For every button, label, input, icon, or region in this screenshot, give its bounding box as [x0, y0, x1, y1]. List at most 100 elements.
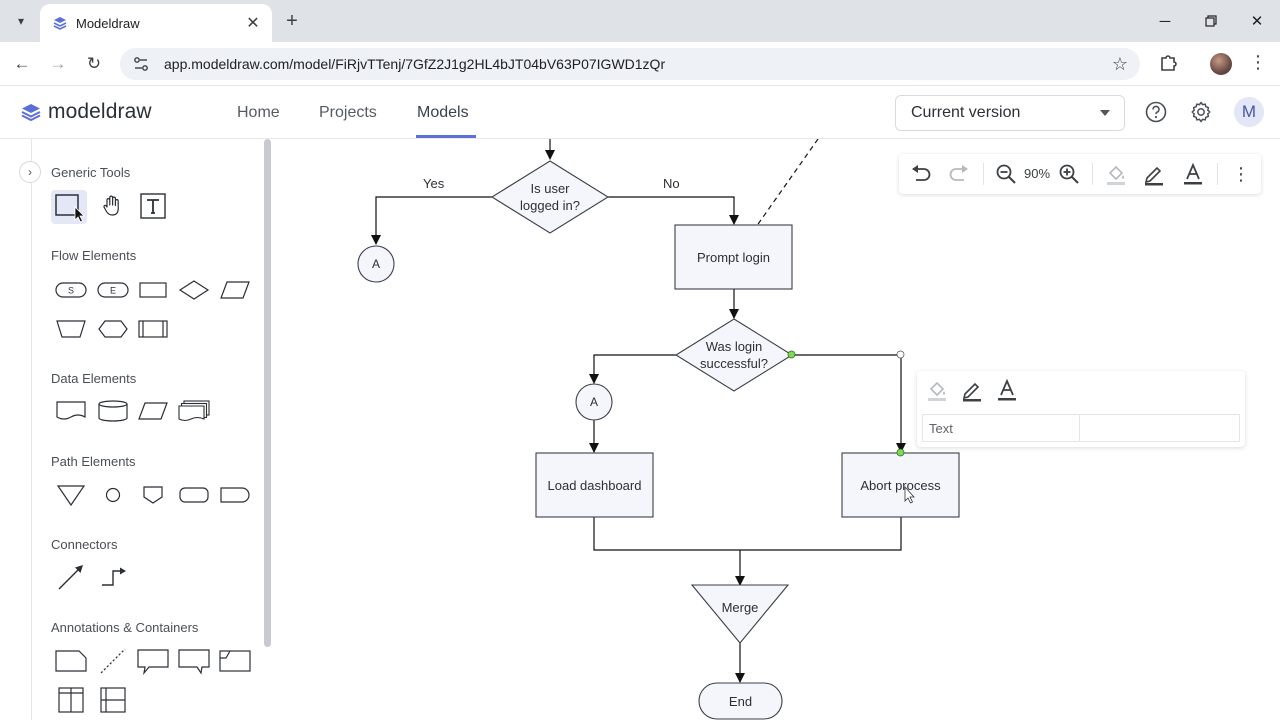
process-node-abort-process	[841, 452, 960, 518]
callout-shape[interactable]	[135, 646, 171, 676]
edge-selection-handles	[787, 350, 905, 457]
annotation-line-tool[interactable]	[95, 646, 131, 676]
browser-profile-avatar[interactable]	[1210, 53, 1232, 75]
popup-line-color-icon[interactable]	[960, 378, 984, 402]
edge-load-merge	[593, 517, 902, 551]
off-page-connector-shape[interactable]	[135, 480, 171, 510]
merge-shape[interactable]	[53, 480, 89, 510]
redo-icon[interactable]	[947, 162, 971, 186]
edge-text-input[interactable]: Text	[922, 414, 1240, 442]
fill-color-icon[interactable]	[1104, 162, 1128, 186]
nav-home[interactable]: Home	[237, 104, 280, 121]
zoom-out-icon[interactable]	[994, 162, 1018, 186]
note-shape[interactable]	[53, 646, 89, 676]
label-logged-in-line2: logged in?	[520, 198, 580, 213]
process-node-prompt-login	[674, 224, 793, 290]
data-shape[interactable]	[135, 396, 171, 426]
text-color-icon[interactable]	[1181, 162, 1205, 186]
browser-tab[interactable]: Modeldraw ✕	[40, 4, 272, 42]
connector-node-a-2	[575, 383, 613, 421]
sidebar-rail	[31, 139, 32, 720]
popup-text-color-icon[interactable]	[995, 378, 1019, 402]
text-tool[interactable]	[135, 191, 171, 221]
diagram-canvas[interactable]: Is user logged in? Yes No A Prompt login…	[272, 139, 1280, 720]
merge-node	[690, 584, 790, 644]
help-icon[interactable]	[1145, 101, 1167, 123]
plus-icon[interactable]: +	[286, 9, 298, 32]
label-logged-in-line1: Is user	[530, 181, 570, 196]
start-terminator-shape[interactable]: S	[53, 275, 89, 305]
section-connectors: Connectors	[51, 537, 118, 552]
rounded-rectangle-shape[interactable]	[176, 480, 212, 510]
close-window-icon[interactable]: ✕	[1250, 13, 1264, 30]
elbow-connector-tool[interactable]	[95, 562, 131, 592]
more-options-icon[interactable]: ⋮	[1232, 163, 1250, 184]
popup-fill-color-icon[interactable]	[925, 378, 949, 402]
kebab-menu-icon[interactable]: ⋮	[1249, 52, 1267, 72]
database-shape[interactable]	[95, 396, 131, 426]
app-header: modeldraw Home Projects Models Current v…	[0, 86, 1280, 139]
modeldraw-favicon-icon	[53, 17, 67, 30]
decision-node-logged-in	[490, 160, 610, 234]
manual-operation-shape[interactable]	[53, 314, 89, 344]
text-field-divider	[1079, 415, 1080, 441]
preparation-shape[interactable]	[95, 314, 131, 344]
minimize-icon[interactable]: ─	[1159, 12, 1171, 30]
straight-connector-tool[interactable]	[53, 562, 89, 592]
document-shape[interactable]	[53, 396, 89, 426]
label-logged-in: Is user logged in?	[510, 177, 590, 217]
back-icon[interactable]: ←	[13, 54, 31, 73]
logo[interactable]: modeldraw	[20, 100, 152, 124]
bookmark-star-icon[interactable]: ☆	[1111, 53, 1128, 74]
edge-yes	[371, 196, 492, 245]
toolbar-separator	[983, 163, 984, 185]
sidebar-scrollbar[interactable]	[264, 139, 271, 647]
edge-text-label: Text	[929, 421, 953, 436]
url-bar[interactable]: app.modeldraw.com/model/FiRjvTTenj/7GfZ2…	[120, 48, 1140, 80]
close-icon[interactable]: ✕	[246, 15, 260, 32]
user-avatar[interactable]: M	[1234, 97, 1264, 127]
reload-icon[interactable]: ↻	[86, 54, 102, 73]
hand-icon	[103, 195, 119, 216]
decision-shape[interactable]	[176, 275, 212, 305]
delay-shape[interactable]	[217, 480, 253, 510]
predefined-process-shape[interactable]	[135, 314, 171, 344]
zoom-level[interactable]: 90%	[1024, 166, 1051, 181]
logo-text: modeldraw	[48, 100, 152, 123]
version-select-value: Current version	[911, 104, 1021, 121]
annotation-dashed-line	[755, 139, 819, 228]
restore-icon[interactable]	[1196, 8, 1226, 34]
label-no: No	[663, 176, 680, 191]
nav-active-indicator	[416, 135, 476, 138]
chevron-right-icon[interactable]: ›	[19, 161, 41, 183]
tab-search-icon[interactable]: ▾	[17, 14, 25, 28]
undo-icon[interactable]	[909, 162, 933, 186]
extensions-icon[interactable]	[1156, 52, 1180, 76]
process-shape[interactable]	[135, 275, 171, 305]
version-select[interactable]: Current version	[895, 95, 1125, 131]
end-shape-label: E	[110, 286, 116, 296]
tool-palette: › Generic Tools Flow Elements S E	[0, 139, 272, 720]
end-terminator-shape[interactable]: E	[95, 275, 131, 305]
label-merge: Merge	[721, 599, 759, 615]
nav-projects[interactable]: Projects	[319, 104, 377, 121]
rectangle-select-icon	[55, 194, 85, 223]
line-color-icon[interactable]	[1142, 162, 1166, 186]
gear-icon[interactable]	[1189, 100, 1213, 124]
vertical-swimlane-shape[interactable]	[53, 685, 89, 715]
section-generic-tools: Generic Tools	[51, 165, 131, 180]
zoom-in-icon[interactable]	[1057, 162, 1081, 186]
container-shape[interactable]	[217, 646, 253, 676]
forward-icon[interactable]: →	[49, 54, 67, 73]
nav-models[interactable]: Models	[417, 104, 469, 121]
connector-circle-shape[interactable]	[95, 480, 131, 510]
pan-tool[interactable]	[94, 191, 130, 221]
multi-document-shape[interactable]	[176, 396, 212, 426]
callout-right-shape[interactable]	[176, 646, 212, 676]
browser-tab-bar: ▾ Modeldraw ✕ + ─ ✕	[0, 0, 1280, 42]
io-shape[interactable]	[217, 275, 253, 305]
horizontal-swimlane-shape[interactable]	[95, 685, 131, 715]
label-login-success: Was login successful?	[694, 335, 774, 375]
select-tool[interactable]	[51, 190, 87, 224]
site-settings-icon[interactable]	[132, 55, 150, 73]
